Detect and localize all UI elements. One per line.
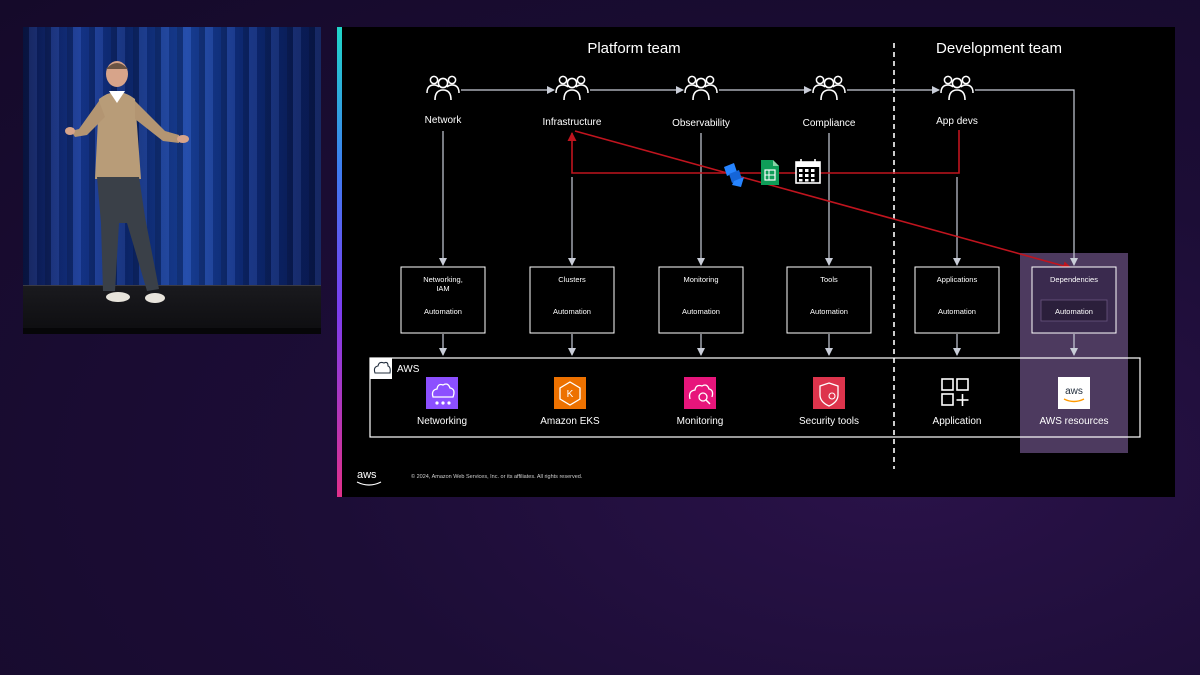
development-team-title: Development team: [936, 40, 1062, 57]
svg-text:K: K: [567, 389, 574, 400]
aws-container-label: AWS: [397, 364, 420, 375]
speaker-figure: [65, 61, 189, 303]
aws-logo-text: aws: [357, 469, 377, 481]
automation-box-title: Clusters: [558, 275, 586, 284]
role-to-automation-arrows: [439, 131, 961, 266]
role-app-devs: App devs: [936, 116, 978, 127]
security-tools-service-icon: [813, 377, 845, 409]
aws-container: [369, 357, 1141, 438]
role-network: Network: [425, 115, 463, 126]
observability-people-icon: [684, 75, 718, 101]
automation-box-subtitle: Automation: [682, 307, 720, 316]
network-people-icon: [426, 75, 460, 101]
role-observability: Observability: [672, 118, 730, 129]
automation-box-title: Applications: [937, 275, 978, 284]
service-label-security-tools: Security tools: [799, 416, 859, 427]
jira-icon: [724, 163, 744, 187]
monitoring-service-icon: [684, 377, 716, 409]
stage-floor: [23, 285, 321, 334]
aws-logo: aws: [356, 469, 382, 486]
automation-box-clusters: Clusters Automation: [529, 266, 615, 334]
eks-service-icon: K: [554, 377, 586, 409]
service-label-aws-resources: AWS resources: [1039, 416, 1108, 427]
automation-box-subtitle: Automation: [553, 307, 591, 316]
stage-edge: [23, 328, 321, 334]
automation-box-monitoring: Monitoring Automation: [658, 266, 744, 334]
networking-service-icon: [426, 377, 458, 409]
presentation-slide: Platform team Development team Network I…: [337, 27, 1175, 497]
service-label-eks: Amazon EKS: [540, 416, 600, 427]
service-label-networking: Networking: [417, 416, 467, 427]
automation-box-title-line1: Networking,: [423, 275, 463, 284]
service-label-monitoring: Monitoring: [677, 416, 724, 427]
spreadsheet-icon: [761, 160, 779, 185]
infrastructure-people-icon: [555, 75, 589, 101]
compliance-people-icon: [812, 75, 846, 101]
service-label-application: Application: [933, 416, 982, 427]
speaker-video: [23, 27, 321, 334]
automation-box-tools: Tools Automation: [786, 266, 872, 334]
aws-cloud-badge: [370, 358, 392, 379]
role-infrastructure: Infrastructure: [543, 117, 602, 128]
automation-box-title: Tools: [820, 275, 838, 284]
automation-box-networking: Networking, IAM Automation: [400, 266, 486, 334]
automation-box-subtitle: Automation: [810, 307, 848, 316]
automation-to-service-arrows: [439, 334, 1078, 356]
copyright-notice: © 2024, Amazon Web Services, Inc. or its…: [411, 473, 583, 480]
role-compliance: Compliance: [803, 118, 856, 129]
application-icon: [941, 378, 969, 406]
ticket-flow-lines: [567, 130, 1072, 271]
platform-diagram: Platform team Development team Network I…: [356, 40, 1141, 486]
team-flow-arrows: [461, 86, 1078, 266]
automation-inner-highlight: [1040, 299, 1108, 322]
automation-box-title: Monitoring: [683, 275, 718, 284]
automation-box-applications: Applications Automation: [914, 266, 1000, 334]
automation-box-subtitle: Automation: [424, 307, 462, 316]
automation-box-title-line2: IAM: [436, 284, 449, 293]
app-devs-people-icon: [940, 75, 974, 101]
curtain: [23, 27, 321, 334]
calendar-icon: [795, 159, 821, 184]
automation-box-subtitle: Automation: [1055, 307, 1093, 316]
slide-accent-bar: [337, 27, 342, 497]
aws-resources-logo-text: aws: [1065, 386, 1083, 397]
automation-box-title: Dependencies: [1050, 275, 1098, 284]
automation-box-subtitle: Automation: [938, 307, 976, 316]
automation-box-dependencies: Dependencies Automation: [1031, 266, 1117, 334]
platform-team-title: Platform team: [587, 40, 680, 57]
aws-resources-icon: aws: [1058, 377, 1090, 409]
